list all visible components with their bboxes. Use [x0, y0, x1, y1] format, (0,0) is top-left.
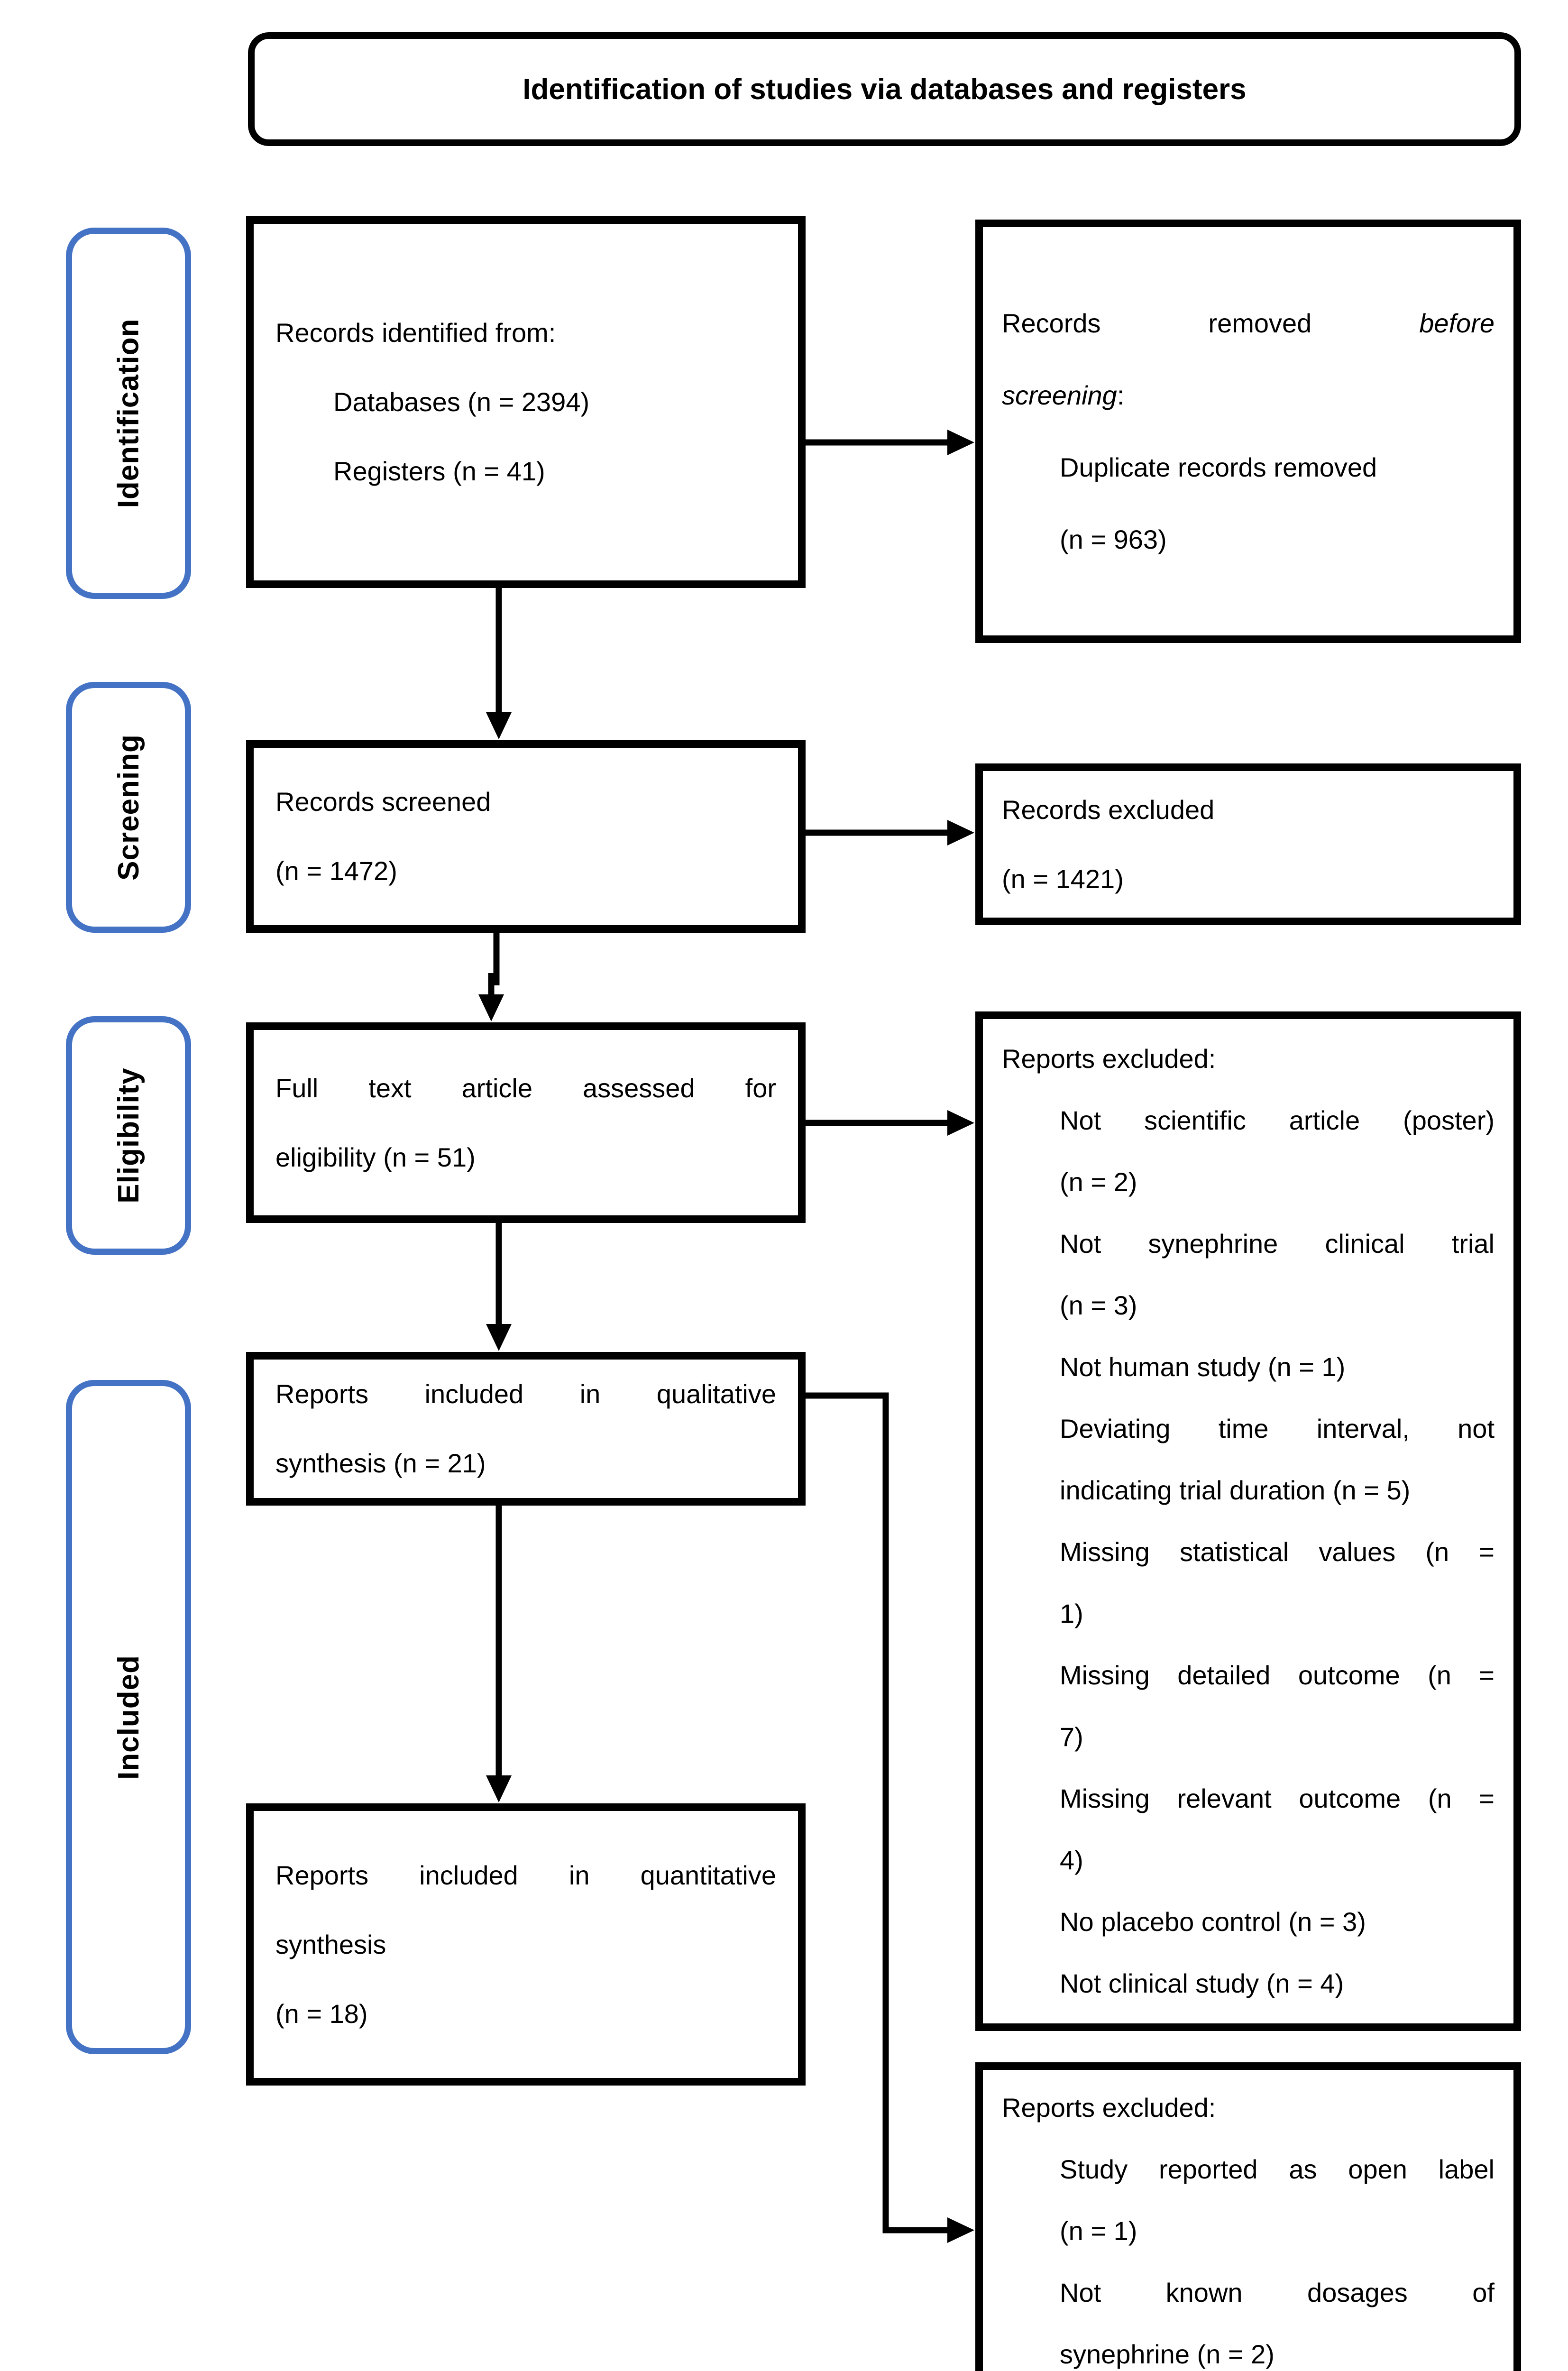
heading-italic-text: before — [1419, 308, 1495, 338]
box-line: Records excluded — [1002, 794, 1215, 825]
box-line: Reports included in qualitative — [275, 1379, 776, 1409]
diagram-title: Identification of studies via databases … — [523, 73, 1247, 106]
stage-label-text: Included — [112, 1654, 145, 1780]
qualitative-synthesis-box: Reports included in qualitative synthesi… — [246, 1352, 806, 1506]
box-line: (n = 18) — [275, 1998, 368, 2029]
box-line: Not clinical study (n = 4) — [1060, 1968, 1344, 1998]
box-line: indicating trial duration (n = 5) — [1060, 1475, 1411, 1505]
box-line: Databases (n = 2394) — [333, 387, 590, 417]
reports-excluded-included-box: Reports excluded: Study reported as open… — [975, 2062, 1521, 2371]
stage-label-included: Included — [66, 1380, 191, 2054]
box-line: synthesis — [275, 1929, 386, 1959]
box-line: Full text article assessed for — [275, 1073, 776, 1103]
stage-label-screening: Screening — [66, 682, 191, 933]
box-line: Missing statistical values (n = — [1060, 1537, 1495, 1567]
box-line: 4) — [1060, 1845, 1083, 1875]
stage-label-eligibility: Eligibility — [66, 1016, 191, 1255]
box-line: (n = 2) — [1060, 1167, 1137, 1197]
box-line: Records screened — [275, 787, 491, 817]
box-line: Reports included in quantitative — [275, 1860, 776, 1890]
stage-label-identification: Identification — [66, 228, 191, 599]
heading-colon: : — [1117, 380, 1125, 410]
stage-label-text: Identification — [112, 318, 145, 508]
box-line: Missing detailed outcome (n = — [1060, 1660, 1495, 1690]
records-removed-box: Records removed before screening: Duplic… — [975, 220, 1521, 643]
arrowhead-right — [947, 1110, 974, 1136]
box-heading: Records removed before — [1002, 287, 1495, 359]
box-line: (n = 1472) — [275, 856, 397, 886]
box-heading: Reports excluded: — [1002, 1044, 1216, 1074]
box-line: Duplicate records removed — [1060, 452, 1377, 482]
box-line: Missing relevant outcome (n = — [1060, 1783, 1495, 1813]
box-line: Study reported as open label — [1060, 2154, 1495, 2184]
arrowhead-down — [478, 994, 504, 1021]
diagram-title-box: Identification of studies via databases … — [248, 32, 1521, 146]
records-screened-box: Records screened (n = 1472) — [246, 740, 806, 933]
records-identified-box: Records identified from: Databases (n = … — [246, 216, 806, 588]
box-line: synthesis (n = 21) — [275, 1448, 486, 1478]
stage-label-text: Screening — [112, 734, 145, 881]
box-line: Not synephrine clinical trial — [1060, 1229, 1495, 1259]
box-line: Registers (n = 41) — [333, 456, 545, 486]
arrowhead-right — [947, 430, 974, 455]
box-heading: screening: — [1002, 359, 1495, 432]
box-line: Not human study (n = 1) — [1060, 1352, 1346, 1382]
arrowhead-down — [486, 1775, 512, 1802]
box-line: eligibility (n = 51) — [275, 1142, 476, 1172]
box-line: (n = 3) — [1060, 1290, 1137, 1320]
box-heading: Records identified from: — [275, 318, 556, 348]
box-line: Not known dosages of — [1060, 2277, 1495, 2307]
box-line: synephrine (n = 2) — [1060, 2339, 1275, 2369]
heading-italic-text: screening — [1002, 380, 1117, 410]
records-excluded-box: Records excluded (n = 1421) — [975, 763, 1521, 925]
arrowhead-right — [947, 2217, 974, 2243]
fulltext-assessed-box: Full text article assessed for eligibili… — [246, 1022, 806, 1223]
arrow-qualitative-to-reports-excluded-2 — [806, 1392, 948, 2233]
box-line: (n = 1421) — [1002, 864, 1124, 894]
box-line: 7) — [1060, 1722, 1083, 1752]
quantitative-synthesis-box: Reports included in quantitative synthes… — [246, 1803, 806, 2086]
box-line: (n = 1) — [1060, 2215, 1137, 2246]
box-line: Not scientific article (poster) — [1060, 1105, 1495, 1135]
box-line: No placebo control (n = 3) — [1060, 1907, 1366, 1937]
box-line: 1) — [1060, 1599, 1083, 1628]
arrowhead-right — [947, 820, 974, 845]
box-line: (n = 963) — [1060, 524, 1167, 554]
reports-excluded-eligibility-box: Reports excluded: Not scientific article… — [975, 1011, 1521, 2031]
arrowhead-down — [486, 1324, 512, 1351]
arrowhead-down — [486, 712, 512, 739]
heading-regular-text: Records removed — [1002, 308, 1312, 338]
box-heading: Reports excluded: — [1002, 2092, 1216, 2123]
stage-label-text: Eligibility — [112, 1067, 145, 1204]
box-line: Deviating time interval, not — [1060, 1414, 1495, 1443]
